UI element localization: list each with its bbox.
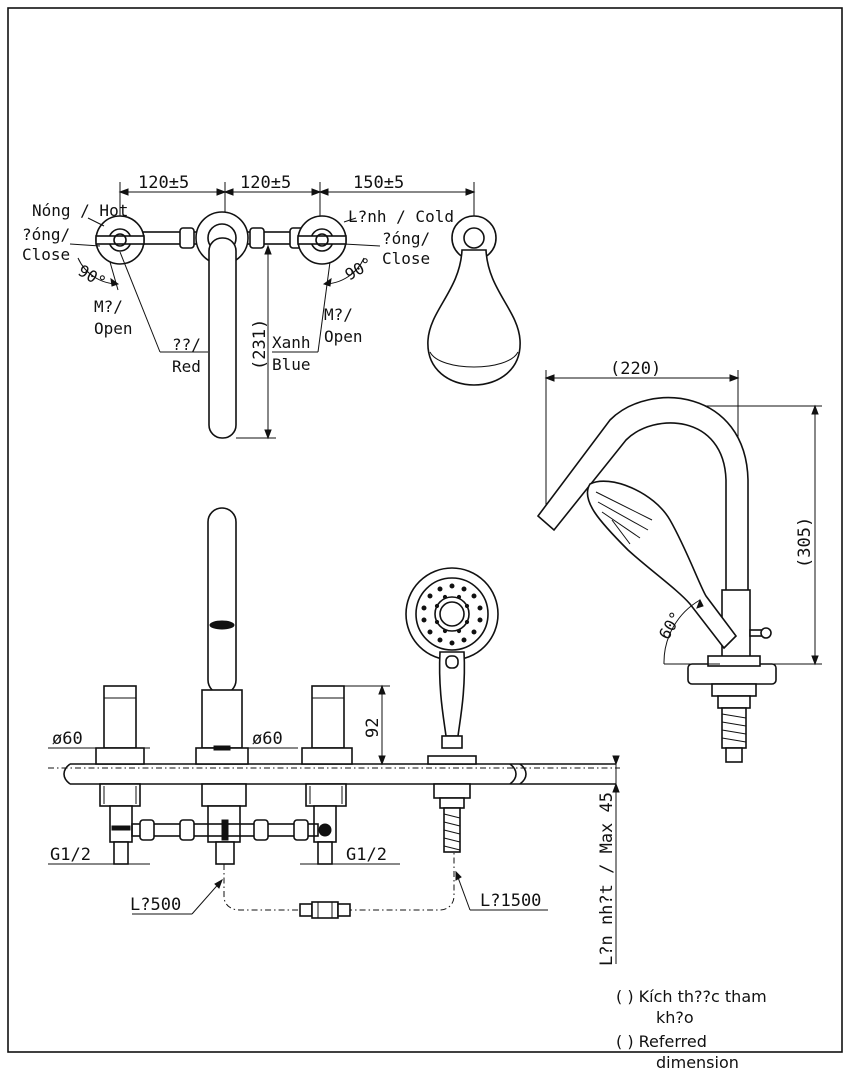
dim-231: (231): [250, 319, 270, 370]
label-close-left-2: Close: [22, 245, 70, 264]
legend: ( ) Kích th??c tham kh?o ( ) Referred di…: [616, 987, 767, 1072]
dim-dia-60-left: ø60: [52, 729, 83, 749]
label-hose-1500: L?1500: [480, 891, 541, 911]
handshower-front-view: [405, 567, 499, 765]
label-blue-1: Xanh: [272, 333, 311, 352]
dim-g12-left: G1/2: [50, 845, 91, 865]
angle-left: 90°: [75, 261, 110, 292]
label-cold: L?nh / Cold: [348, 207, 454, 226]
dim-120-right: 120±5: [240, 173, 291, 193]
dim-150: 150±5: [353, 173, 404, 193]
label-hose-500: L?500: [130, 895, 181, 915]
side-view: (220) (305) 60°: [536, 359, 822, 763]
label-hot: Nóng / Hot: [32, 201, 128, 220]
label-close-right-2: Close: [382, 249, 430, 268]
label-open-left-2: Open: [94, 319, 133, 338]
legend-vi-2: kh?o: [656, 1008, 694, 1027]
angle-60: 60°: [655, 608, 686, 643]
label-open-right-2: Open: [324, 327, 363, 346]
dim-220: (220): [610, 359, 661, 379]
dim-dia-60-mid: ø60: [252, 729, 283, 749]
drawing-border: [7, 7, 843, 1053]
angle-right: 90°: [342, 253, 377, 284]
label-red-1: ??/: [172, 335, 201, 354]
dim-120-left: 120±5: [138, 173, 189, 193]
label-close-left-1: ?óng/: [22, 225, 70, 244]
label-close-right-1: ?óng/: [382, 229, 430, 248]
label-open-left-1: M?/: [94, 297, 123, 316]
dim-g12-right: G1/2: [346, 845, 387, 865]
label-red-2: Red: [172, 357, 201, 376]
handshower-top-view: [427, 215, 521, 386]
legend-vi-1: ( ) Kích th??c tham: [616, 987, 767, 1006]
legend-en-1: ( ) Referred: [616, 1032, 707, 1051]
front-view: ø60 ø60 92 G1/2 G1/2 L?500 L?1500 L?n nh…: [48, 507, 620, 966]
top-view: 120±5 120±5 150±5: [22, 173, 521, 440]
dim-92: 92: [363, 718, 383, 738]
label-blue-2: Blue: [272, 355, 311, 374]
legend-en-2: dimension: [656, 1053, 739, 1072]
dim-305: (305): [795, 517, 815, 568]
label-deck-max: L?n nh?t / Max 45: [597, 792, 617, 966]
label-open-right-1: M?/: [324, 305, 353, 324]
